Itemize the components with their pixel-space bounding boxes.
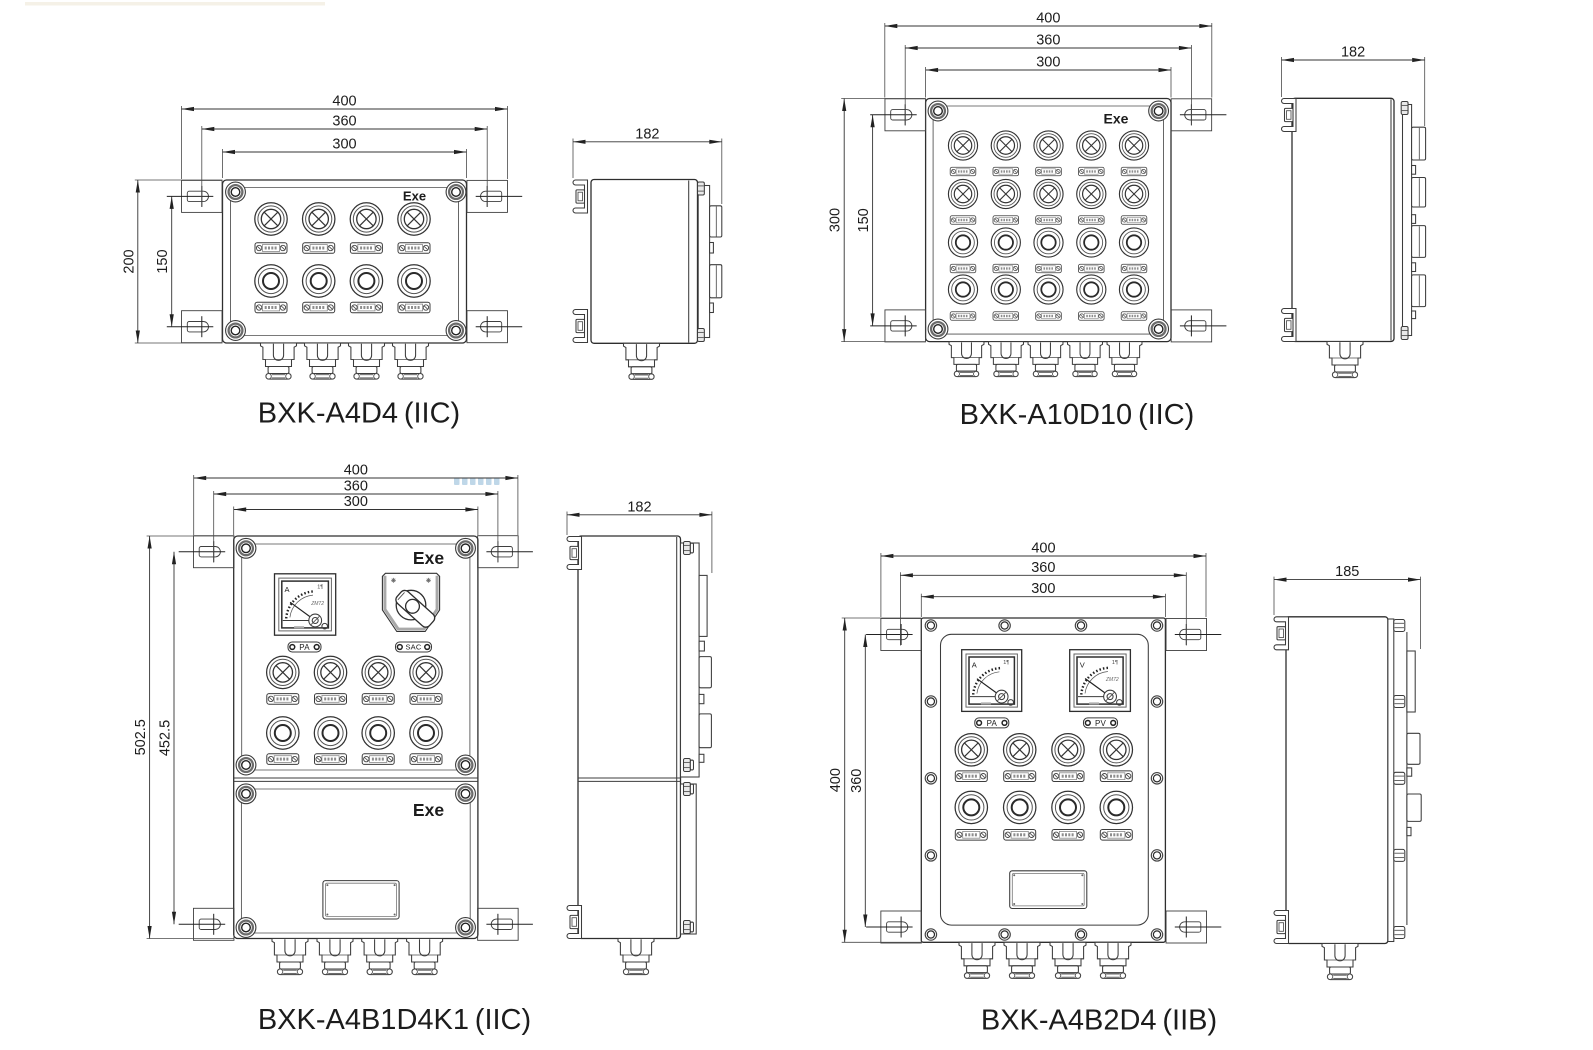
svg-text:300: 300	[1036, 55, 1060, 71]
svg-text:PA: PA	[299, 643, 310, 652]
svg-text:300: 300	[344, 494, 368, 510]
svg-text:400: 400	[1031, 541, 1055, 557]
svg-text:300: 300	[332, 137, 356, 153]
svg-text:PA: PA	[987, 719, 998, 728]
svg-text:Exe: Exe	[403, 189, 426, 204]
svg-text:200: 200	[121, 249, 137, 273]
svg-text:182: 182	[1341, 45, 1365, 61]
svg-text:400: 400	[1036, 11, 1060, 27]
svg-text:A: A	[972, 661, 977, 670]
svg-text:BXK-A4D4 (IIC): BXK-A4D4 (IIC)	[258, 398, 460, 430]
svg-text:182: 182	[635, 126, 659, 142]
svg-text:BXK-A4B2D4 (IIB): BXK-A4B2D4 (IIB)	[981, 1005, 1217, 1037]
svg-text:185: 185	[1335, 564, 1359, 580]
svg-text:300: 300	[1031, 581, 1055, 597]
svg-text:BXK-A10D10 (IIC): BXK-A10D10 (IIC)	[960, 399, 1195, 431]
svg-text:502.5: 502.5	[133, 719, 149, 755]
svg-text:150: 150	[856, 208, 872, 232]
svg-text:360: 360	[332, 114, 356, 130]
svg-text:1¶: 1¶	[1112, 660, 1118, 666]
svg-text:1¶: 1¶	[1003, 660, 1009, 666]
svg-text:Exe: Exe	[1104, 111, 1129, 127]
svg-text:ZM72: ZM72	[1105, 677, 1119, 683]
svg-text:PV: PV	[1095, 719, 1107, 728]
svg-text:Exe: Exe	[413, 800, 444, 820]
svg-text:Exe: Exe	[413, 548, 444, 568]
svg-text:360: 360	[344, 479, 368, 495]
svg-text:360: 360	[1031, 560, 1055, 576]
svg-text:400: 400	[344, 463, 368, 479]
svg-text:360: 360	[1036, 33, 1060, 49]
svg-text:400: 400	[828, 768, 844, 792]
svg-text:V: V	[1080, 661, 1085, 670]
svg-text:182: 182	[627, 499, 651, 515]
svg-text:150: 150	[155, 249, 171, 273]
svg-text:400: 400	[332, 94, 356, 110]
svg-text:1¶: 1¶	[317, 584, 323, 590]
svg-text:360: 360	[849, 769, 865, 793]
svg-text:BXK-A4B1D4K1 (IIC): BXK-A4B1D4K1 (IIC)	[258, 1004, 531, 1036]
svg-text:SAC: SAC	[405, 643, 421, 652]
svg-text:A: A	[285, 585, 290, 594]
svg-text:452.5: 452.5	[158, 720, 174, 756]
svg-text:300: 300	[828, 208, 844, 232]
svg-text:ZM72: ZM72	[310, 601, 324, 607]
